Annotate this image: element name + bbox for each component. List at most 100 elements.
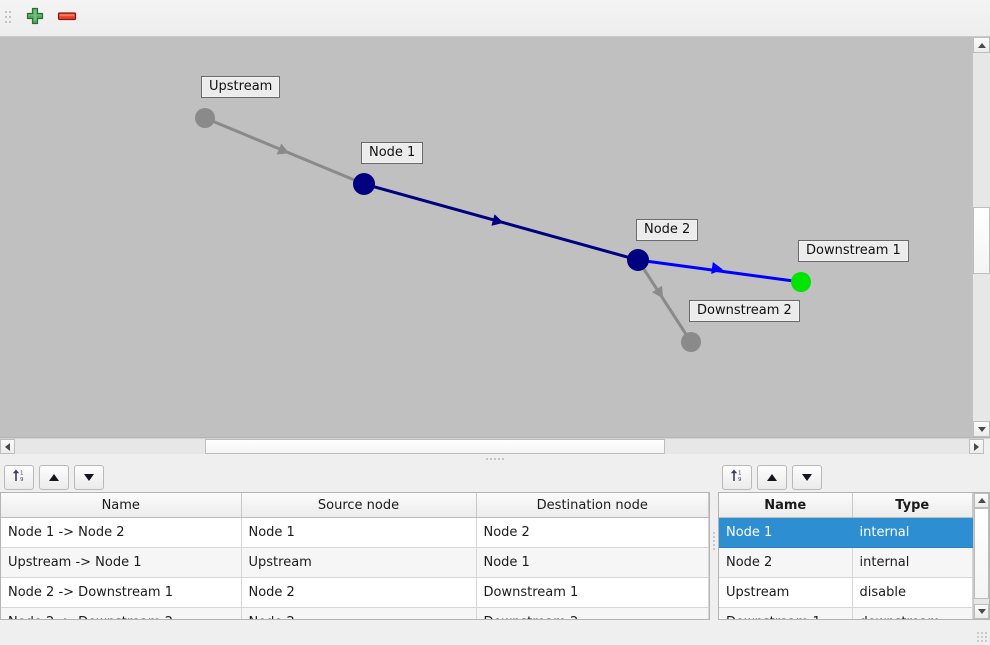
table-row[interactable]: Node 2 internal: [719, 547, 973, 578]
scroll-left-button[interactable]: [0, 439, 15, 454]
graph-canvas[interactable]: Upstream Node 1 Node 2 Downstream 1 Down…: [0, 37, 972, 437]
graph-label-upstream[interactable]: Upstream: [201, 76, 281, 98]
links-table-container[interactable]: Name Source node Destination node Node 1…: [0, 492, 710, 620]
canvas-hscroll-thumb[interactable]: [205, 439, 665, 454]
graph-edges: [195, 108, 811, 352]
cell-name[interactable]: Node 2 -> Downstream 1: [1, 577, 242, 608]
chevron-up-icon: [977, 42, 986, 48]
remove-node-button[interactable]: [51, 3, 83, 33]
add-node-button[interactable]: [19, 3, 51, 33]
links-col-name[interactable]: Name: [1, 493, 242, 518]
cell-source[interactable]: Upstream: [241, 547, 477, 578]
table-row[interactable]: Upstream disable: [719, 577, 973, 608]
cell-source[interactable]: Node 2: [241, 577, 477, 608]
edge-node2-downstream1: [637, 258, 802, 284]
triangle-up-icon: [49, 474, 59, 481]
table-row[interactable]: Node 1 -> Node 2 Node 1 Node 2: [1, 517, 709, 548]
cell-name[interactable]: Node 1: [719, 517, 853, 548]
links-move-down-button[interactable]: [74, 465, 104, 490]
nodes-vscroll-thumb[interactable]: [974, 508, 989, 599]
nodes-move-up-button[interactable]: [757, 465, 787, 490]
table-row[interactable]: Upstream -> Node 1 Upstream Node 1: [1, 547, 709, 578]
sort-ascending-icon: 1 9: [730, 468, 744, 487]
links-move-up-button[interactable]: [39, 465, 69, 490]
cell-destination[interactable]: Node 2: [476, 517, 709, 548]
graph-label-node2[interactable]: Node 2: [636, 219, 699, 241]
splitter-grip-icon: [713, 532, 715, 551]
cell-type[interactable]: internal: [852, 547, 973, 578]
green-plus-icon: [25, 6, 45, 30]
nodes-col-type[interactable]: Type: [852, 493, 973, 518]
chevron-down-icon: [977, 426, 986, 432]
nodes-table-header-row: Name Type: [719, 493, 973, 518]
cell-name[interactable]: Node 2: [719, 547, 853, 578]
horizontal-splitter[interactable]: [0, 454, 990, 463]
nodes-move-down-button[interactable]: [792, 465, 822, 490]
cell-name[interactable]: Node 1 -> Node 2: [1, 517, 242, 548]
canvas-vertical-scrollbar[interactable]: [972, 37, 990, 437]
cell-type[interactable]: disable: [852, 577, 973, 608]
links-col-source[interactable]: Source node: [241, 493, 477, 518]
cell-name[interactable]: Downstream 1: [719, 607, 853, 619]
nodes-sort-button[interactable]: 1 9: [722, 465, 752, 490]
nodes-table-vertical-scrollbar[interactable]: [973, 493, 989, 619]
edge-node1-node2: [363, 182, 639, 262]
links-pane: 1 9 Name: [0, 463, 710, 620]
table-row[interactable]: Downstream 1 downstream: [719, 607, 973, 619]
scroll-down-button[interactable]: [973, 421, 990, 437]
edge-upstream-node1: [204, 116, 365, 186]
red-minus-icon: [56, 6, 78, 30]
bottom-panes: 1 9 Name: [0, 463, 990, 620]
canvas-vscroll-thumb[interactable]: [973, 207, 990, 274]
cell-destination[interactable]: Downstream 2: [476, 607, 709, 619]
links-col-destination[interactable]: Destination node: [476, 493, 709, 518]
graph-canvas-container: Upstream Node 1 Node 2 Downstream 1 Down…: [0, 37, 990, 438]
graph-node-upstream: [195, 108, 215, 128]
svg-text:9: 9: [738, 477, 742, 483]
cell-name[interactable]: Node 2 -> Downstream 2: [1, 607, 242, 619]
window-resize-grip-icon[interactable]: [977, 632, 988, 643]
links-table-header-row: Name Source node Destination node: [1, 493, 709, 518]
nodes-col-name[interactable]: Name: [719, 493, 853, 518]
cell-type[interactable]: internal: [852, 517, 973, 548]
triangle-down-icon: [802, 474, 812, 481]
toolbar-drag-handle[interactable]: [4, 7, 13, 29]
chevron-down-icon: [977, 609, 986, 614]
triangle-down-icon: [84, 474, 94, 481]
links-table: Name Source node Destination node Node 1…: [1, 493, 709, 619]
cell-source[interactable]: Node 2: [241, 607, 477, 619]
graph-node-downstream1: [791, 272, 811, 292]
graph-label-downstream2[interactable]: Downstream 2: [689, 300, 800, 322]
chevron-right-icon: [974, 442, 979, 451]
cell-destination[interactable]: Downstream 1: [476, 577, 709, 608]
links-sort-button[interactable]: 1 9: [4, 465, 34, 490]
graph-node-node1: [353, 173, 375, 195]
scroll-up-button[interactable]: [973, 37, 990, 53]
svg-text:1: 1: [738, 471, 742, 477]
nodes-table-container[interactable]: Name Type Node 1 internal Node 2 interna…: [718, 492, 990, 620]
scroll-down-button[interactable]: [974, 604, 989, 619]
scroll-right-button[interactable]: [969, 439, 984, 454]
canvas-horizontal-scrollbar[interactable]: [0, 438, 990, 454]
cell-source[interactable]: Node 1: [241, 517, 477, 548]
table-row[interactable]: Node 2 -> Downstream 2 Node 2 Downstream…: [1, 607, 709, 619]
status-bar: [0, 620, 990, 645]
edge-node2-downstream2: [636, 259, 693, 343]
svg-text:9: 9: [20, 477, 24, 483]
chevron-up-icon: [977, 498, 986, 503]
nodes-toolbar: 1 9: [718, 463, 990, 492]
graph-label-node1[interactable]: Node 1: [361, 142, 424, 164]
cell-name[interactable]: Upstream: [719, 577, 853, 608]
cell-name[interactable]: Upstream -> Node 1: [1, 547, 242, 578]
sort-ascending-icon: 1 9: [12, 468, 26, 487]
table-row[interactable]: Node 2 -> Downstream 1 Node 2 Downstream…: [1, 577, 709, 608]
cell-destination[interactable]: Node 1: [476, 547, 709, 578]
graph-node-downstream2: [681, 332, 701, 352]
main-toolbar: [0, 0, 990, 37]
pane-vertical-splitter[interactable]: [710, 463, 718, 620]
scroll-up-button[interactable]: [974, 493, 989, 508]
graph-label-downstream1[interactable]: Downstream 1: [798, 240, 909, 262]
cell-type[interactable]: downstream: [852, 607, 973, 619]
table-row[interactable]: Node 1 internal: [719, 517, 973, 548]
